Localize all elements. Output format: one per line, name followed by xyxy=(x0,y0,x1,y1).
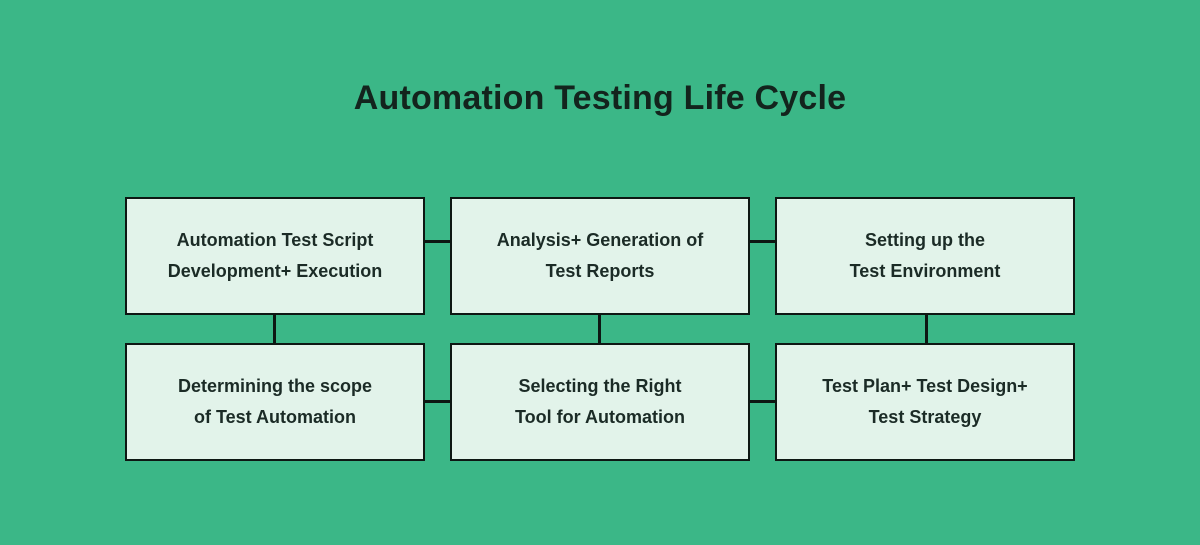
box-label-line1: Automation Test Script xyxy=(176,230,374,250)
flow-box-automation-test-script-development-execution: Automation Test Script Development+ Exec… xyxy=(125,197,425,315)
box-label-line1: Analysis+ Generation of xyxy=(496,230,704,250)
box-label-line2: Tool for Automation xyxy=(515,407,685,427)
connector-row1-box2-box3 xyxy=(750,240,775,243)
connector-col2-box2-box5 xyxy=(598,315,601,343)
flow-box-determining-the-scope-of-test-automation: Determining the scope of Test Automation xyxy=(125,343,425,461)
flow-box-selecting-the-right-tool-for-automation: Selecting the Right Tool for Automation xyxy=(450,343,750,461)
connector-row2-box4-box5 xyxy=(425,400,450,403)
box-label-line1: Selecting the Right xyxy=(518,376,682,396)
box-label-line2: Test Strategy xyxy=(868,407,982,427)
flow-box-test-plan-test-design-test-strategy: Test Plan+ Test Design+ Test Strategy xyxy=(775,343,1075,461)
diagram-title: Automation Testing Life Cycle xyxy=(353,79,847,117)
box-label-line2: Test Reports xyxy=(545,261,655,281)
box-label-line1: Test Plan+ Test Design+ xyxy=(822,376,1028,396)
connector-col1-box1-box4 xyxy=(273,315,276,343)
box-label-line2: Development+ Execution xyxy=(167,261,383,281)
flow-box-analysis-generation-of-test-reports: Analysis+ Generation of Test Reports xyxy=(450,197,750,315)
box-label: Setting up the Test Environment xyxy=(850,225,1001,287)
box-label: Test Plan+ Test Design+ Test Strategy xyxy=(822,371,1027,433)
box-label-line1: Determining the scope xyxy=(177,376,373,396)
connector-row1-box1-box2 xyxy=(425,240,450,243)
box-label: Selecting the Right Tool for Automation xyxy=(515,371,685,433)
box-label-line2: Test Environment xyxy=(849,261,1001,281)
box-label: Automation Test Script Development+ Exec… xyxy=(168,225,383,287)
box-label-line1: Setting up the xyxy=(864,230,985,250)
connector-row2-box5-box6 xyxy=(750,400,775,403)
box-label-line2: of Test Automation xyxy=(194,407,356,427)
box-label: Analysis+ Generation of Test Reports xyxy=(497,225,704,287)
box-label: Determining the scope of Test Automation xyxy=(178,371,372,433)
connector-col3-box3-box6 xyxy=(925,315,928,343)
flow-box-setting-up-the-test-environment: Setting up the Test Environment xyxy=(775,197,1075,315)
